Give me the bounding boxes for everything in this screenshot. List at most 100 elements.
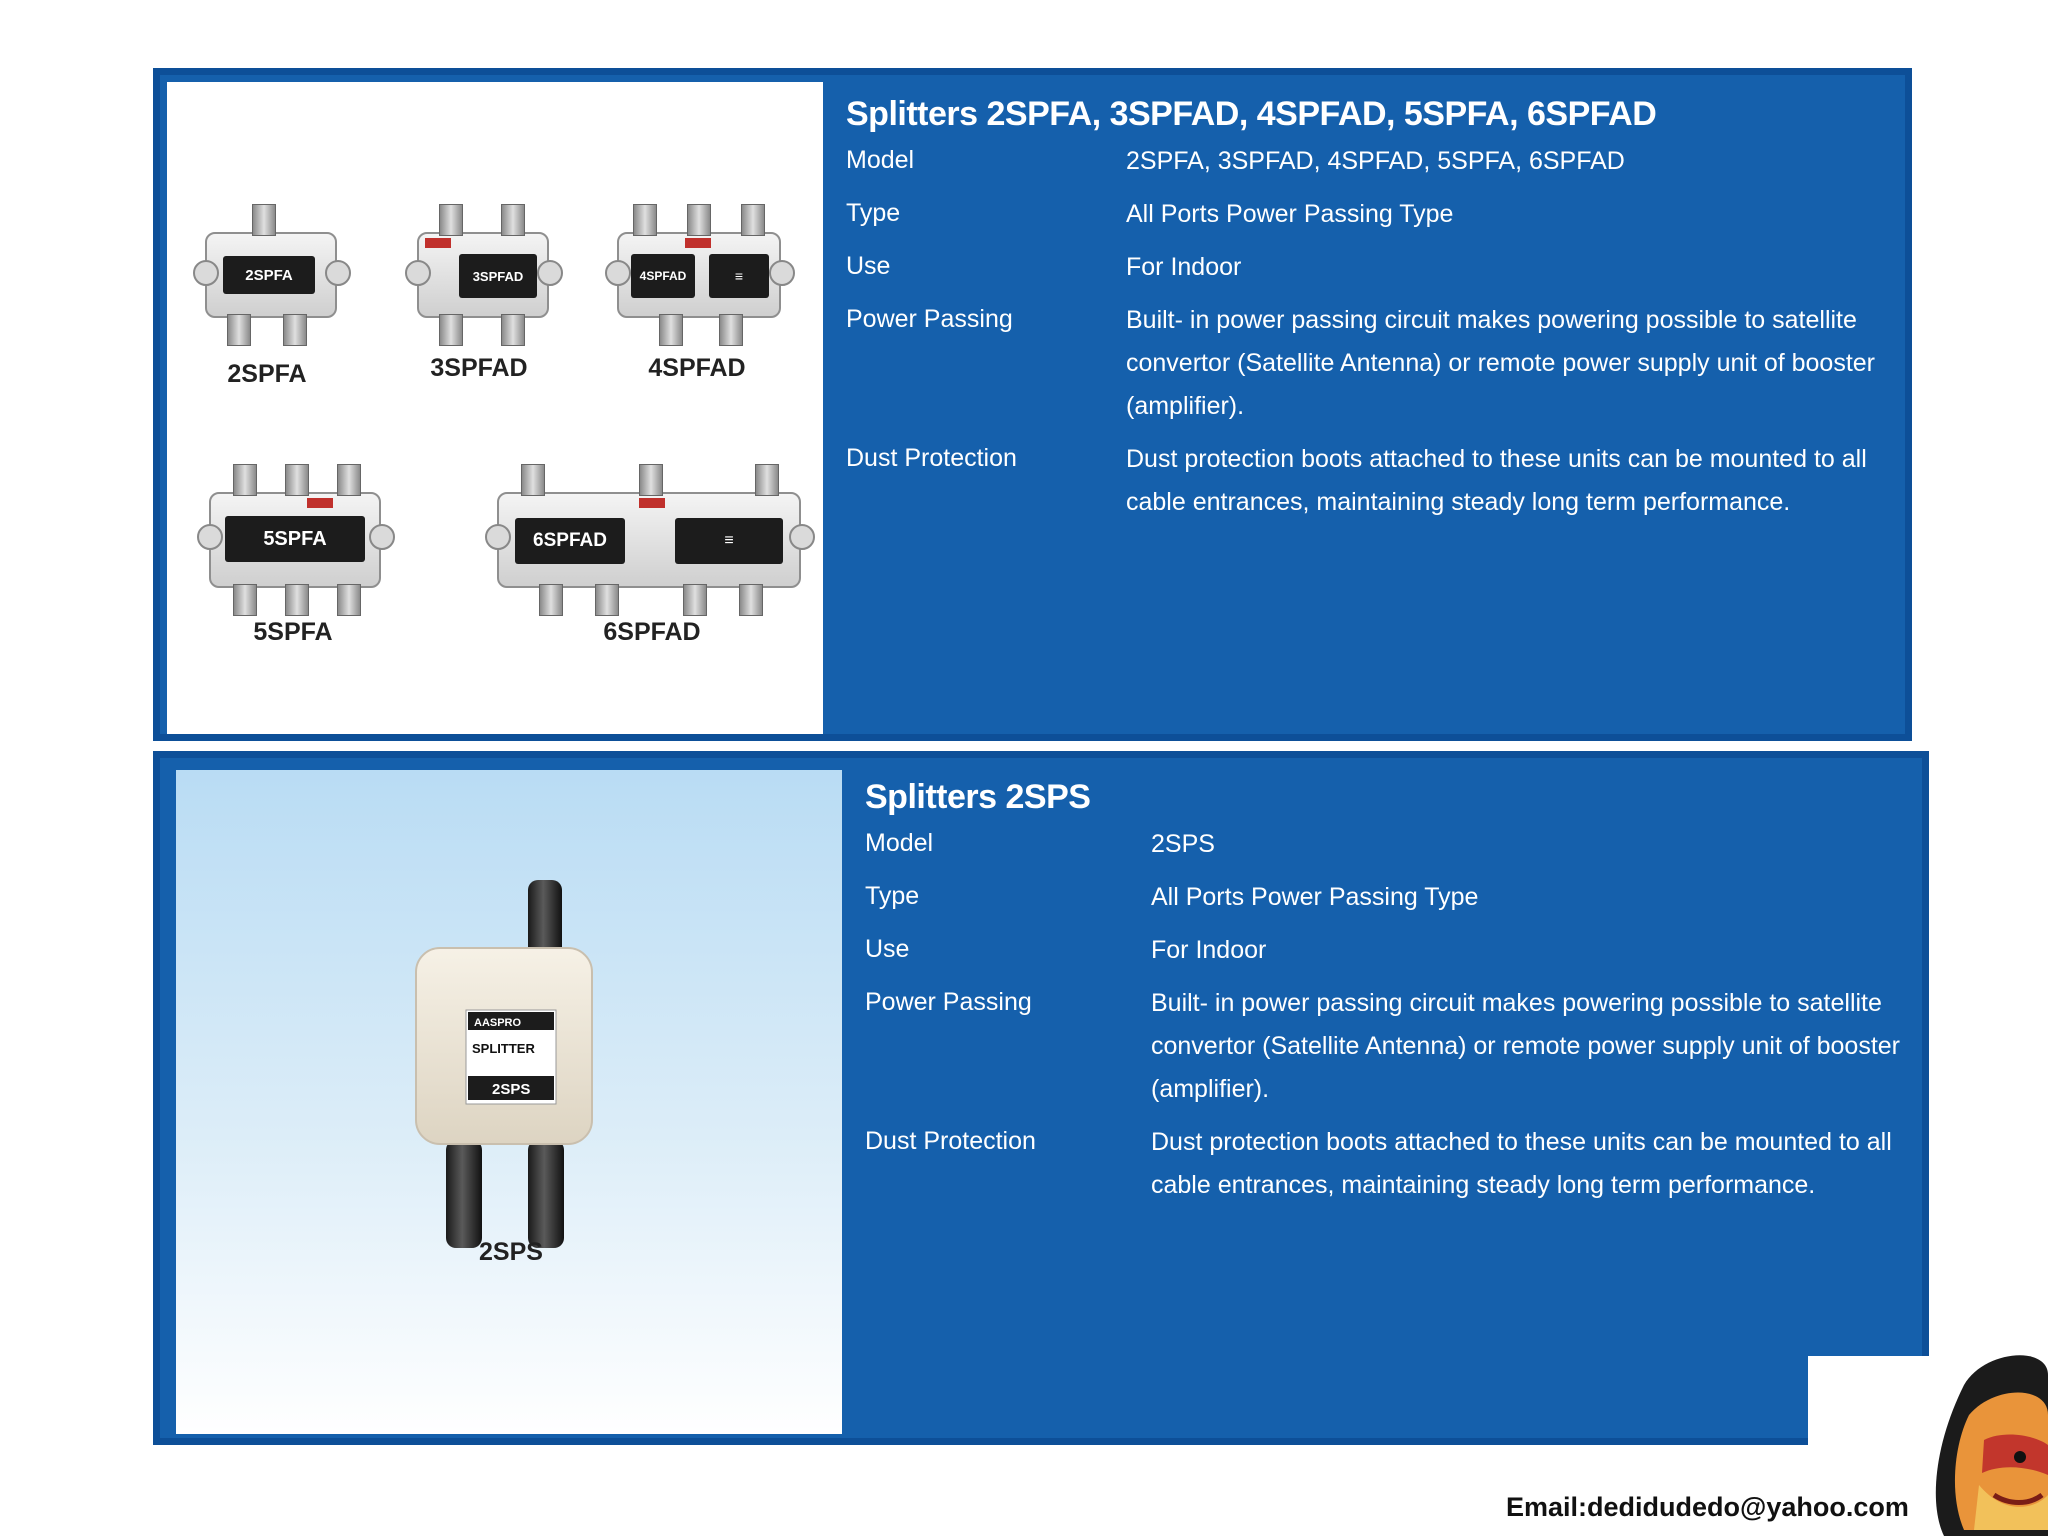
product-caption-4spfad: 4SPFAD <box>648 354 746 382</box>
connector-icon <box>233 584 257 616</box>
connector-icon <box>755 464 779 496</box>
product-caption-3spfad: 3SPFAD <box>430 354 528 382</box>
connector-icon <box>639 464 663 496</box>
spec-row-dust-protection: Dust Protection Dust protection boots at… <box>865 1121 1925 1207</box>
connector-icon <box>521 464 545 496</box>
connector-icon <box>227 314 251 346</box>
connector-icon <box>439 204 463 236</box>
spec-label: Use <box>865 935 910 963</box>
connector-icon <box>337 464 361 496</box>
corner-notch <box>1808 1356 1929 1445</box>
spec-row-dust-protection: Dust Protection Dust protection boots at… <box>846 438 1906 524</box>
mount-ear-icon <box>193 260 219 286</box>
spec-row-power-passing: Power Passing Built- in power passing ci… <box>865 982 1925 1111</box>
spec-row-type: Type All Ports Power Passing Type <box>846 193 1906 236</box>
connector-icon <box>739 584 763 616</box>
spec-label: Dust Protection <box>865 1127 1036 1155</box>
connector-icon <box>633 204 657 236</box>
spec-value: Dust protection boots attached to these … <box>1126 445 1867 516</box>
spec-value: 2SPFA, 3SPFAD, 4SPFAD, 5SPFA, 6SPFAD <box>1126 147 1625 175</box>
spec-value: All Ports Power Passing Type <box>1126 200 1454 228</box>
product-face-label: 2SPFA <box>223 256 315 294</box>
connector-icon <box>501 314 525 346</box>
product-photo-2sps: AASPRO SPLITTER 2SPS 2SPS <box>176 770 842 1434</box>
mount-ear-icon <box>537 260 563 286</box>
product-caption-2sps: 2SPS <box>479 1238 543 1266</box>
product-face-label: 3SPFAD <box>459 254 537 298</box>
mount-ear-icon <box>369 524 395 550</box>
connector-icon <box>285 464 309 496</box>
spec-label: Power Passing <box>865 988 1032 1016</box>
spec-label: Use <box>846 252 891 280</box>
connector-icon <box>283 314 307 346</box>
mount-ear-icon <box>769 260 795 286</box>
connector-icon <box>233 464 257 496</box>
connector-icon <box>252 204 276 236</box>
red-marker <box>307 498 333 508</box>
product-face-mark: ≡ <box>675 518 783 564</box>
product-face-mark: ≡ <box>709 254 769 298</box>
product-caption-2spfa: 2SPFA <box>227 360 307 388</box>
product-image-4spfad: 4SPFAD ≡ <box>605 204 795 346</box>
red-marker <box>685 238 711 248</box>
avatar-caricature-icon <box>1924 1345 2048 1536</box>
spec-value: Built- in power passing circuit makes po… <box>1126 306 1876 420</box>
product-image-5spfa: 5SPFA <box>197 464 395 616</box>
mount-ear-icon <box>605 260 631 286</box>
spec-label: Type <box>846 199 901 227</box>
product-image-3spfad: 3SPFAD <box>405 204 563 346</box>
spec-label: Power Passing <box>846 305 1013 333</box>
spec-label: Dust Protection <box>846 444 1017 472</box>
red-marker <box>639 498 665 508</box>
product-title: Splitters 2SPFA, 3SPFAD, 4SPFAD, 5SPFA, … <box>846 95 1657 133</box>
product-photo-multi: 2SPFA 2SPFA 3SPFAD 3SPFAD 4SPFAD ≡ <box>167 82 823 734</box>
product-image-2spfa: 2SPFA <box>193 204 351 346</box>
product-image-2sps: AASPRO SPLITTER 2SPS <box>415 880 593 1248</box>
spec-label: Model <box>846 146 915 174</box>
product-title: Splitters 2SPS <box>865 778 1091 816</box>
red-marker <box>425 238 451 248</box>
mount-ear-icon <box>197 524 223 550</box>
spec-row-use: Use For Indoor <box>865 929 1925 972</box>
spec-row-model: Model 2SPS <box>865 823 1925 866</box>
connector-icon <box>285 584 309 616</box>
connector-icon <box>687 204 711 236</box>
connector-icon <box>683 584 707 616</box>
connector-icon <box>719 314 743 346</box>
product-specs-multi: Splitters 2SPFA, 3SPFAD, 4SPFAD, 5SPFA, … <box>846 95 1906 534</box>
product-brand-text: AASPRO <box>474 1017 522 1029</box>
product-image-6spfad: 6SPFAD ≡ <box>485 464 815 616</box>
connector-icon <box>439 314 463 346</box>
mount-ear-icon <box>485 524 511 550</box>
spec-label: Type <box>865 882 920 910</box>
spec-value: For Indoor <box>1151 936 1267 964</box>
spec-label: Model <box>865 829 934 857</box>
connector-icon <box>539 584 563 616</box>
spec-row-type: Type All Ports Power Passing Type <box>865 876 1925 919</box>
spec-row-model: Model 2SPFA, 3SPFAD, 4SPFAD, 5SPFA, 6SPF… <box>846 140 1906 183</box>
connector-icon <box>595 584 619 616</box>
spec-value: All Ports Power Passing Type <box>1151 883 1479 911</box>
spec-row-use: Use For Indoor <box>846 246 1906 289</box>
product-caption-6spfad: 6SPFAD <box>603 618 701 646</box>
spec-value: For Indoor <box>1126 253 1242 281</box>
mount-ear-icon <box>325 260 351 286</box>
product-caption-5spfa: 5SPFA <box>253 618 333 646</box>
spec-value: Dust protection boots attached to these … <box>1151 1128 1892 1199</box>
product-face-text: 2SPS <box>492 1081 530 1098</box>
connector-icon <box>337 584 361 616</box>
mount-ear-icon <box>789 524 815 550</box>
footer-email: Email:dedidudedo@yahoo.com <box>1506 1492 1909 1522</box>
product-face-label: 4SPFAD <box>631 254 695 298</box>
mount-ear-icon <box>405 260 431 286</box>
connector-icon <box>501 204 525 236</box>
product-face-label: 5SPFA <box>225 516 365 562</box>
product-label-text: SPLITTER <box>472 1041 535 1056</box>
product-specs-2sps: Splitters 2SPS Model 2SPS Type All Ports… <box>865 778 1925 1217</box>
product-card-2sps: AASPRO SPLITTER 2SPS 2SPS Splitters 2SPS… <box>153 751 1929 1445</box>
connector-icon <box>659 314 683 346</box>
connector-icon <box>741 204 765 236</box>
spec-row-power-passing: Power Passing Built- in power passing ci… <box>846 299 1906 428</box>
product-face-label: 6SPFAD <box>515 518 625 564</box>
spec-value: Built- in power passing circuit makes po… <box>1151 989 1901 1103</box>
